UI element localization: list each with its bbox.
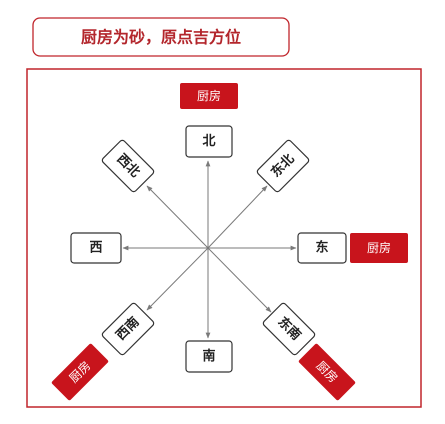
kitchen-badge-east: 厨房 <box>350 233 408 263</box>
direction-southwest: 西南 <box>101 302 155 356</box>
kitchen-badge-north: 厨房 <box>180 83 238 109</box>
arrow-northwest <box>146 185 209 249</box>
direction-north-label: 北 <box>202 134 215 149</box>
arrows <box>122 160 297 339</box>
direction-east-label: 东 <box>315 240 328 256</box>
kitchen-badge-southwest: 厨房 <box>51 343 109 401</box>
title-frame <box>32 17 290 57</box>
kitchen-badge-southeast: 厨房 <box>298 343 356 401</box>
direction-southeast: 东南 <box>262 302 316 356</box>
direction-south-label: 南 <box>202 348 215 364</box>
arrow-northeast <box>207 185 268 249</box>
arrow-southeast <box>207 247 272 313</box>
direction-west: 西 <box>70 232 122 264</box>
direction-northeast: 东北 <box>256 139 310 193</box>
kitchen-badge-east-label: 厨房 <box>367 240 391 255</box>
page-title: 厨房为砂，原点吉方位 <box>81 28 241 47</box>
direction-west-label: 西 <box>89 241 102 256</box>
direction-south: 南 <box>185 340 233 373</box>
direction-northwest: 西北 <box>101 139 155 193</box>
direction-north: 北 <box>185 125 233 158</box>
diagram-frame <box>26 68 422 408</box>
arrow-southwest <box>146 247 209 311</box>
title-banner: 厨房为砂，原点吉方位 <box>32 17 290 57</box>
kitchen-badge-north-label: 厨房 <box>197 88 221 103</box>
direction-east: 东 <box>297 232 347 264</box>
